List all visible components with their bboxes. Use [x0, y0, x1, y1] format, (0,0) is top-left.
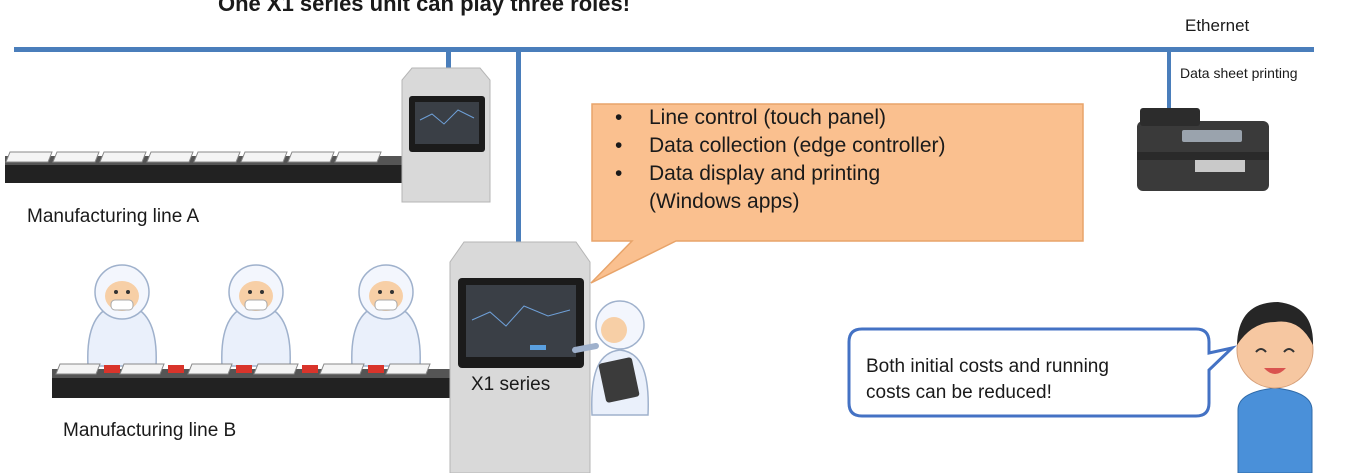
- speech-line-2: costs can be reduced!: [866, 382, 1052, 403]
- role-item: Data collection (edge controller): [595, 132, 1085, 160]
- ethernet-bus: [14, 47, 1314, 52]
- ethernet-label: Ethernet: [1185, 16, 1250, 35]
- role-item: Data display and printing: [595, 160, 1085, 188]
- operator-with-tablet: [572, 300, 649, 416]
- manufacturing-line-b-label: Manufacturing line B: [63, 420, 237, 441]
- printer-icon: [1137, 108, 1269, 191]
- speech-line-1: Both initial costs and running: [866, 356, 1109, 377]
- worker-3: [351, 264, 421, 367]
- x1-series-cabinet: [449, 241, 591, 473]
- data-sheet-printing-label: Data sheet printing: [1180, 65, 1298, 81]
- diagram-title: One X1 series unit can play three roles!: [218, 0, 631, 16]
- worker-1: [87, 264, 157, 367]
- man-illustration: [1236, 302, 1314, 473]
- role-item-continuation: (Windows apps): [649, 190, 800, 213]
- worker-2: [221, 264, 291, 367]
- speech-bubble: [847, 327, 1237, 418]
- conveyor-line-a: [5, 151, 408, 183]
- control-cabinet-a: [401, 67, 491, 203]
- ethernet-drop-printer: [1167, 49, 1171, 121]
- speech-text: Both initial costs and running costs can…: [866, 354, 1206, 406]
- roles-list: Line control (touch panel) Data collecti…: [595, 104, 1085, 216]
- conveyor-line-b: [52, 363, 462, 398]
- x1-series-label: X1 series: [471, 374, 551, 395]
- manufacturing-line-a-label: Manufacturing line A: [27, 206, 200, 227]
- ethernet-drop-cabinet-a: [446, 49, 451, 71]
- ethernet-drop-x1: [516, 49, 521, 245]
- role-item: Line control (touch panel): [595, 104, 1085, 132]
